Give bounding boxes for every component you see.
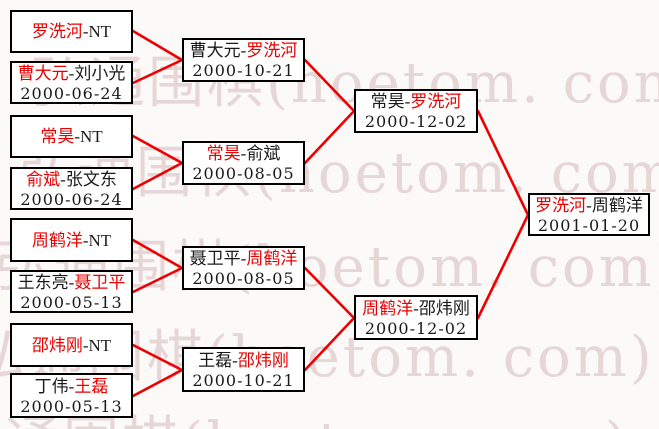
match-players: 曹大元-刘小光	[18, 63, 126, 84]
player-name: 王磊-	[198, 350, 238, 370]
player-name: -NT	[82, 335, 112, 355]
winner-name: 常昊	[206, 144, 241, 163]
match-box-r1-1: 罗洗河-NT	[10, 10, 133, 53]
winner-name: 常昊	[40, 127, 75, 146]
player-name: 曹大元-	[189, 41, 247, 60]
winner-name: 王磊	[74, 376, 109, 396]
player-name: 丁伟-	[34, 376, 75, 396]
winner-name: 邵炜刚	[237, 350, 289, 370]
match-box-r1-2: 曹大元-刘小光 2000-06-24	[10, 61, 133, 104]
match-box-final: 罗洗河-周鹤洋 2001-01-20	[528, 193, 650, 236]
match-date: 2000-05-13	[20, 292, 123, 312]
match-box-r1-3: 常昊-NT	[10, 115, 133, 158]
match-players: 邵炜刚-NT	[32, 335, 111, 356]
match-players: 王磊-邵炜刚	[198, 350, 289, 371]
match-players: 常昊-NT	[40, 126, 102, 147]
match-players: 聂卫平-周鹤洋	[190, 248, 298, 269]
match-players: 丁伟-王磊	[35, 376, 109, 397]
connector-line	[131, 266, 184, 294]
player-name: -张文东	[60, 169, 117, 189]
player-name: -周鹤洋	[586, 195, 643, 215]
match-players: 常昊-俞斌	[207, 143, 281, 164]
connector-line	[131, 161, 184, 191]
match-players: 曹大元-罗洗河	[190, 40, 298, 61]
match-box-r1-4: 俞斌-张文东 2000-06-24	[10, 167, 133, 210]
connector-line	[476, 109, 530, 217]
player-name: -邵炜刚	[413, 298, 470, 318]
match-date: 2000-08-05	[192, 269, 295, 288]
connector-line	[131, 343, 184, 372]
match-date: 2000-12-02	[364, 318, 468, 338]
connector-line	[131, 368, 184, 398]
match-date: 2000-08-05	[192, 164, 295, 183]
winner-name: 邵炜刚	[31, 335, 83, 355]
winner-name: 罗洗河	[535, 195, 587, 215]
match-players: 王东亮-聂卫平	[18, 272, 126, 293]
match-box-r2-4: 王磊-邵炜刚 2000-10-21	[182, 347, 305, 392]
winner-name: 聂卫平	[74, 272, 126, 292]
winner-name: 罗洗河	[246, 41, 298, 60]
match-box-r3-1: 常昊-罗洗河 2000-12-02	[354, 89, 478, 133]
match-date: 2000-06-24	[20, 83, 123, 103]
match-box-r1-5: 周鹤洋-NT	[10, 218, 133, 262]
match-date: 2000-06-24	[20, 189, 123, 209]
match-date: 2000-10-21	[192, 370, 295, 390]
match-players: 常昊-罗洗河	[371, 91, 462, 112]
match-box-r3-2: 周鹤洋-邵炜刚 2000-12-02	[354, 295, 478, 340]
player-name: 王东亮-	[17, 272, 75, 292]
winner-name: 周鹤洋	[31, 230, 83, 250]
player-name: -NT	[82, 230, 112, 250]
winner-name: 周鹤洋	[246, 249, 298, 268]
match-box-r1-8: 丁伟-王磊 2000-05-13	[10, 373, 133, 418]
match-date: 2000-10-21	[192, 61, 295, 80]
match-date: 2001-01-20	[537, 215, 641, 235]
match-date: 2000-05-13	[20, 396, 123, 416]
match-players: 周鹤洋-NT	[32, 230, 111, 251]
connector-line	[131, 29, 184, 62]
connector-line	[303, 316, 356, 372]
winner-name: 曹大元	[17, 63, 69, 83]
player-name: -俞斌	[240, 144, 281, 163]
player-name: -NT	[82, 22, 112, 41]
match-box-r2-1: 曹大元-罗洗河 2000-10-21	[182, 38, 305, 82]
connector-line	[303, 109, 356, 165]
winner-name: 罗洗河	[410, 92, 462, 111]
match-players: 周鹤洋-邵炜刚	[362, 298, 470, 319]
connector-line	[131, 134, 184, 165]
match-box-r2-3: 聂卫平-周鹤洋 2000-08-05	[182, 246, 305, 290]
match-players: 罗洗河-NT	[32, 21, 111, 42]
connector-line	[131, 238, 184, 270]
player-name: -NT	[74, 127, 103, 146]
player-name: 聂卫平-	[189, 249, 247, 268]
match-players: 罗洗河-周鹤洋	[535, 195, 643, 216]
connector-line	[303, 58, 356, 113]
connector-line	[303, 266, 356, 320]
connector-line	[131, 58, 184, 85]
winner-name: 罗洗河	[31, 22, 83, 41]
match-date: 2000-12-02	[364, 112, 468, 131]
winner-name: 周鹤洋	[362, 298, 414, 318]
connector-line	[476, 213, 530, 320]
match-box-r2-2: 常昊-俞斌 2000-08-05	[182, 141, 305, 185]
winner-name: 俞斌	[26, 169, 61, 189]
match-box-r1-6: 王东亮-聂卫平 2000-05-13	[10, 270, 133, 313]
match-box-r1-7: 邵炜刚-NT	[10, 323, 133, 367]
player-name: 常昊-	[370, 92, 411, 111]
match-players: 俞斌-张文东	[26, 169, 117, 190]
player-name: -刘小光	[68, 63, 126, 83]
